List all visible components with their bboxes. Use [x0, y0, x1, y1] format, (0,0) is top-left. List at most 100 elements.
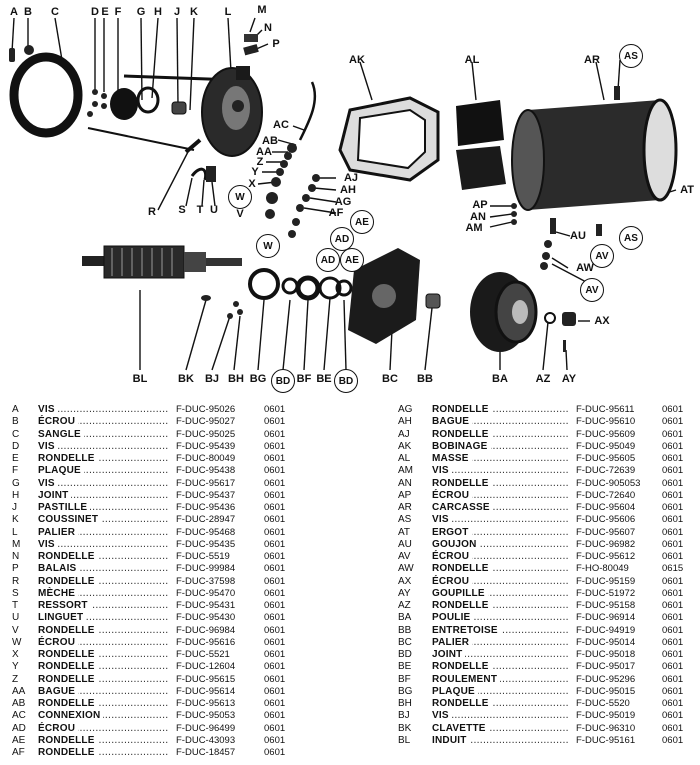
parts-row: ........................................… — [398, 636, 698, 649]
callout-s: S — [178, 204, 186, 216]
part-code: F — [12, 465, 19, 477]
parts-row: ........................................… — [12, 636, 312, 649]
part-code: Y — [12, 661, 19, 673]
callout-bk: BK — [178, 373, 194, 385]
callout-f: F — [114, 6, 122, 18]
parts-row: ........................................… — [12, 551, 312, 564]
callout-h: H — [154, 6, 162, 18]
parts-row: ........................................… — [12, 722, 312, 735]
callout-aw: AW — [576, 262, 594, 274]
part-name: VIS — [432, 710, 452, 723]
part-name: BALAIS — [38, 563, 80, 576]
part-code: AN — [398, 477, 412, 489]
parts-row: ........................................… — [398, 649, 698, 662]
part-ref: F-DUC-5519 — [174, 551, 230, 564]
part-name: ÉCROU — [38, 416, 79, 429]
callout-u: U — [210, 204, 218, 216]
dot-leader: ........................................… — [38, 649, 168, 660]
part-code: AS — [398, 514, 412, 526]
part-code: BG — [398, 685, 413, 697]
dot-leader: ........................................… — [432, 600, 568, 611]
part-qty: 0601 — [662, 538, 684, 550]
parts-row: ........................................… — [398, 587, 698, 600]
part-code: N — [12, 551, 20, 562]
dot-leader: ........................................… — [432, 575, 568, 587]
parts-row: ........................................… — [398, 661, 698, 674]
callout-bd-left: BD — [271, 369, 295, 393]
callout-w-upper: W — [228, 185, 252, 209]
part-qty: 0601 — [662, 673, 684, 685]
part-name: CLAVETTE — [432, 722, 489, 735]
part-name: JOINT — [38, 489, 72, 502]
dot-leader: ........................................… — [38, 563, 168, 575]
parts-row: ........................................… — [12, 563, 312, 576]
part-qty: 0601 — [662, 489, 684, 501]
part-ref: F-DUC-72640 — [574, 489, 636, 502]
part-qty: 0601 — [264, 551, 286, 562]
callout-al: AL — [464, 54, 480, 66]
callout-ae-upper: AE — [350, 210, 374, 234]
callout-ak: AK — [349, 54, 365, 66]
parts-row: ........................................… — [12, 661, 312, 674]
part-qty: 0601 — [662, 428, 684, 440]
parts-row: ........................................… — [12, 698, 312, 711]
callout-ba: BA — [492, 373, 508, 385]
part-qty: 0601 — [264, 624, 286, 636]
part-code: AP — [398, 489, 412, 501]
callout-ab: AB — [262, 135, 278, 147]
part-qty: 0601 — [264, 600, 286, 611]
part-name: PALIER — [38, 526, 79, 539]
parts-row: ........................................… — [12, 526, 312, 539]
part-name: INDUIT — [432, 734, 470, 747]
parts-row: ........................................… — [398, 440, 698, 453]
part-code: E — [12, 453, 19, 464]
part-ref: F-DUC-96982 — [574, 538, 636, 551]
callout-j: J — [173, 6, 181, 18]
part-qty: 0601 — [264, 538, 286, 550]
part-qty: 0601 — [662, 416, 684, 428]
part-ref: F-DUC-96310 — [574, 722, 636, 735]
part-name: RONDELLE — [38, 649, 98, 662]
part-ref: F-DUC-95049 — [574, 440, 636, 453]
part-ref: F-DUC-95616 — [174, 636, 236, 649]
callout-k: K — [190, 6, 198, 18]
parts-row: ........................................… — [398, 685, 698, 698]
part-name: RONDELLE — [38, 661, 98, 674]
callout-ah: AH — [340, 184, 356, 196]
callout-n: N — [264, 22, 272, 34]
part-qty: 0601 — [662, 551, 684, 562]
part-name: GOUJON — [432, 538, 480, 551]
parts-row: ........................................… — [12, 428, 312, 441]
part-qty: 0601 — [662, 440, 684, 452]
callout-bc: BC — [382, 373, 398, 385]
callout-ay: AY — [561, 373, 577, 385]
parts-row: ........................................… — [398, 612, 698, 625]
part-qty: 0601 — [662, 636, 684, 648]
parts-row: ........................................… — [12, 587, 312, 600]
part-name: COUSSINET — [38, 514, 102, 527]
callout-bh: BH — [228, 373, 244, 385]
part-code: BE — [398, 661, 412, 673]
part-name: VIS — [38, 404, 58, 417]
part-code: AV — [398, 551, 411, 562]
dot-leader: ........................................… — [432, 722, 568, 734]
dot-leader: ........................................… — [432, 612, 568, 624]
part-code: AK — [398, 440, 412, 452]
part-code: V — [12, 624, 19, 636]
dot-leader: ........................................… — [38, 685, 168, 697]
exploded-view-diagram: A B C D E F G H J K L M N P AK AL AR AS … — [9, 4, 694, 393]
part-qty: 0601 — [662, 453, 684, 464]
parts-row: ........................................… — [398, 489, 698, 502]
part-name: JOINT — [432, 649, 466, 662]
part-qty: 0615 — [662, 563, 684, 575]
dot-leader: ........................................… — [432, 649, 568, 660]
part-ref: F-DUC-95161 — [574, 734, 636, 747]
parts-row: ........................................… — [398, 428, 698, 441]
part-code: AF — [12, 747, 25, 758]
part-code: C — [12, 428, 20, 440]
strap — [9, 52, 83, 138]
part-code: BA — [398, 612, 412, 624]
part-code: AC — [12, 710, 26, 722]
callout-as-top: AS — [619, 44, 643, 68]
parts-row: ........................................… — [12, 575, 312, 588]
